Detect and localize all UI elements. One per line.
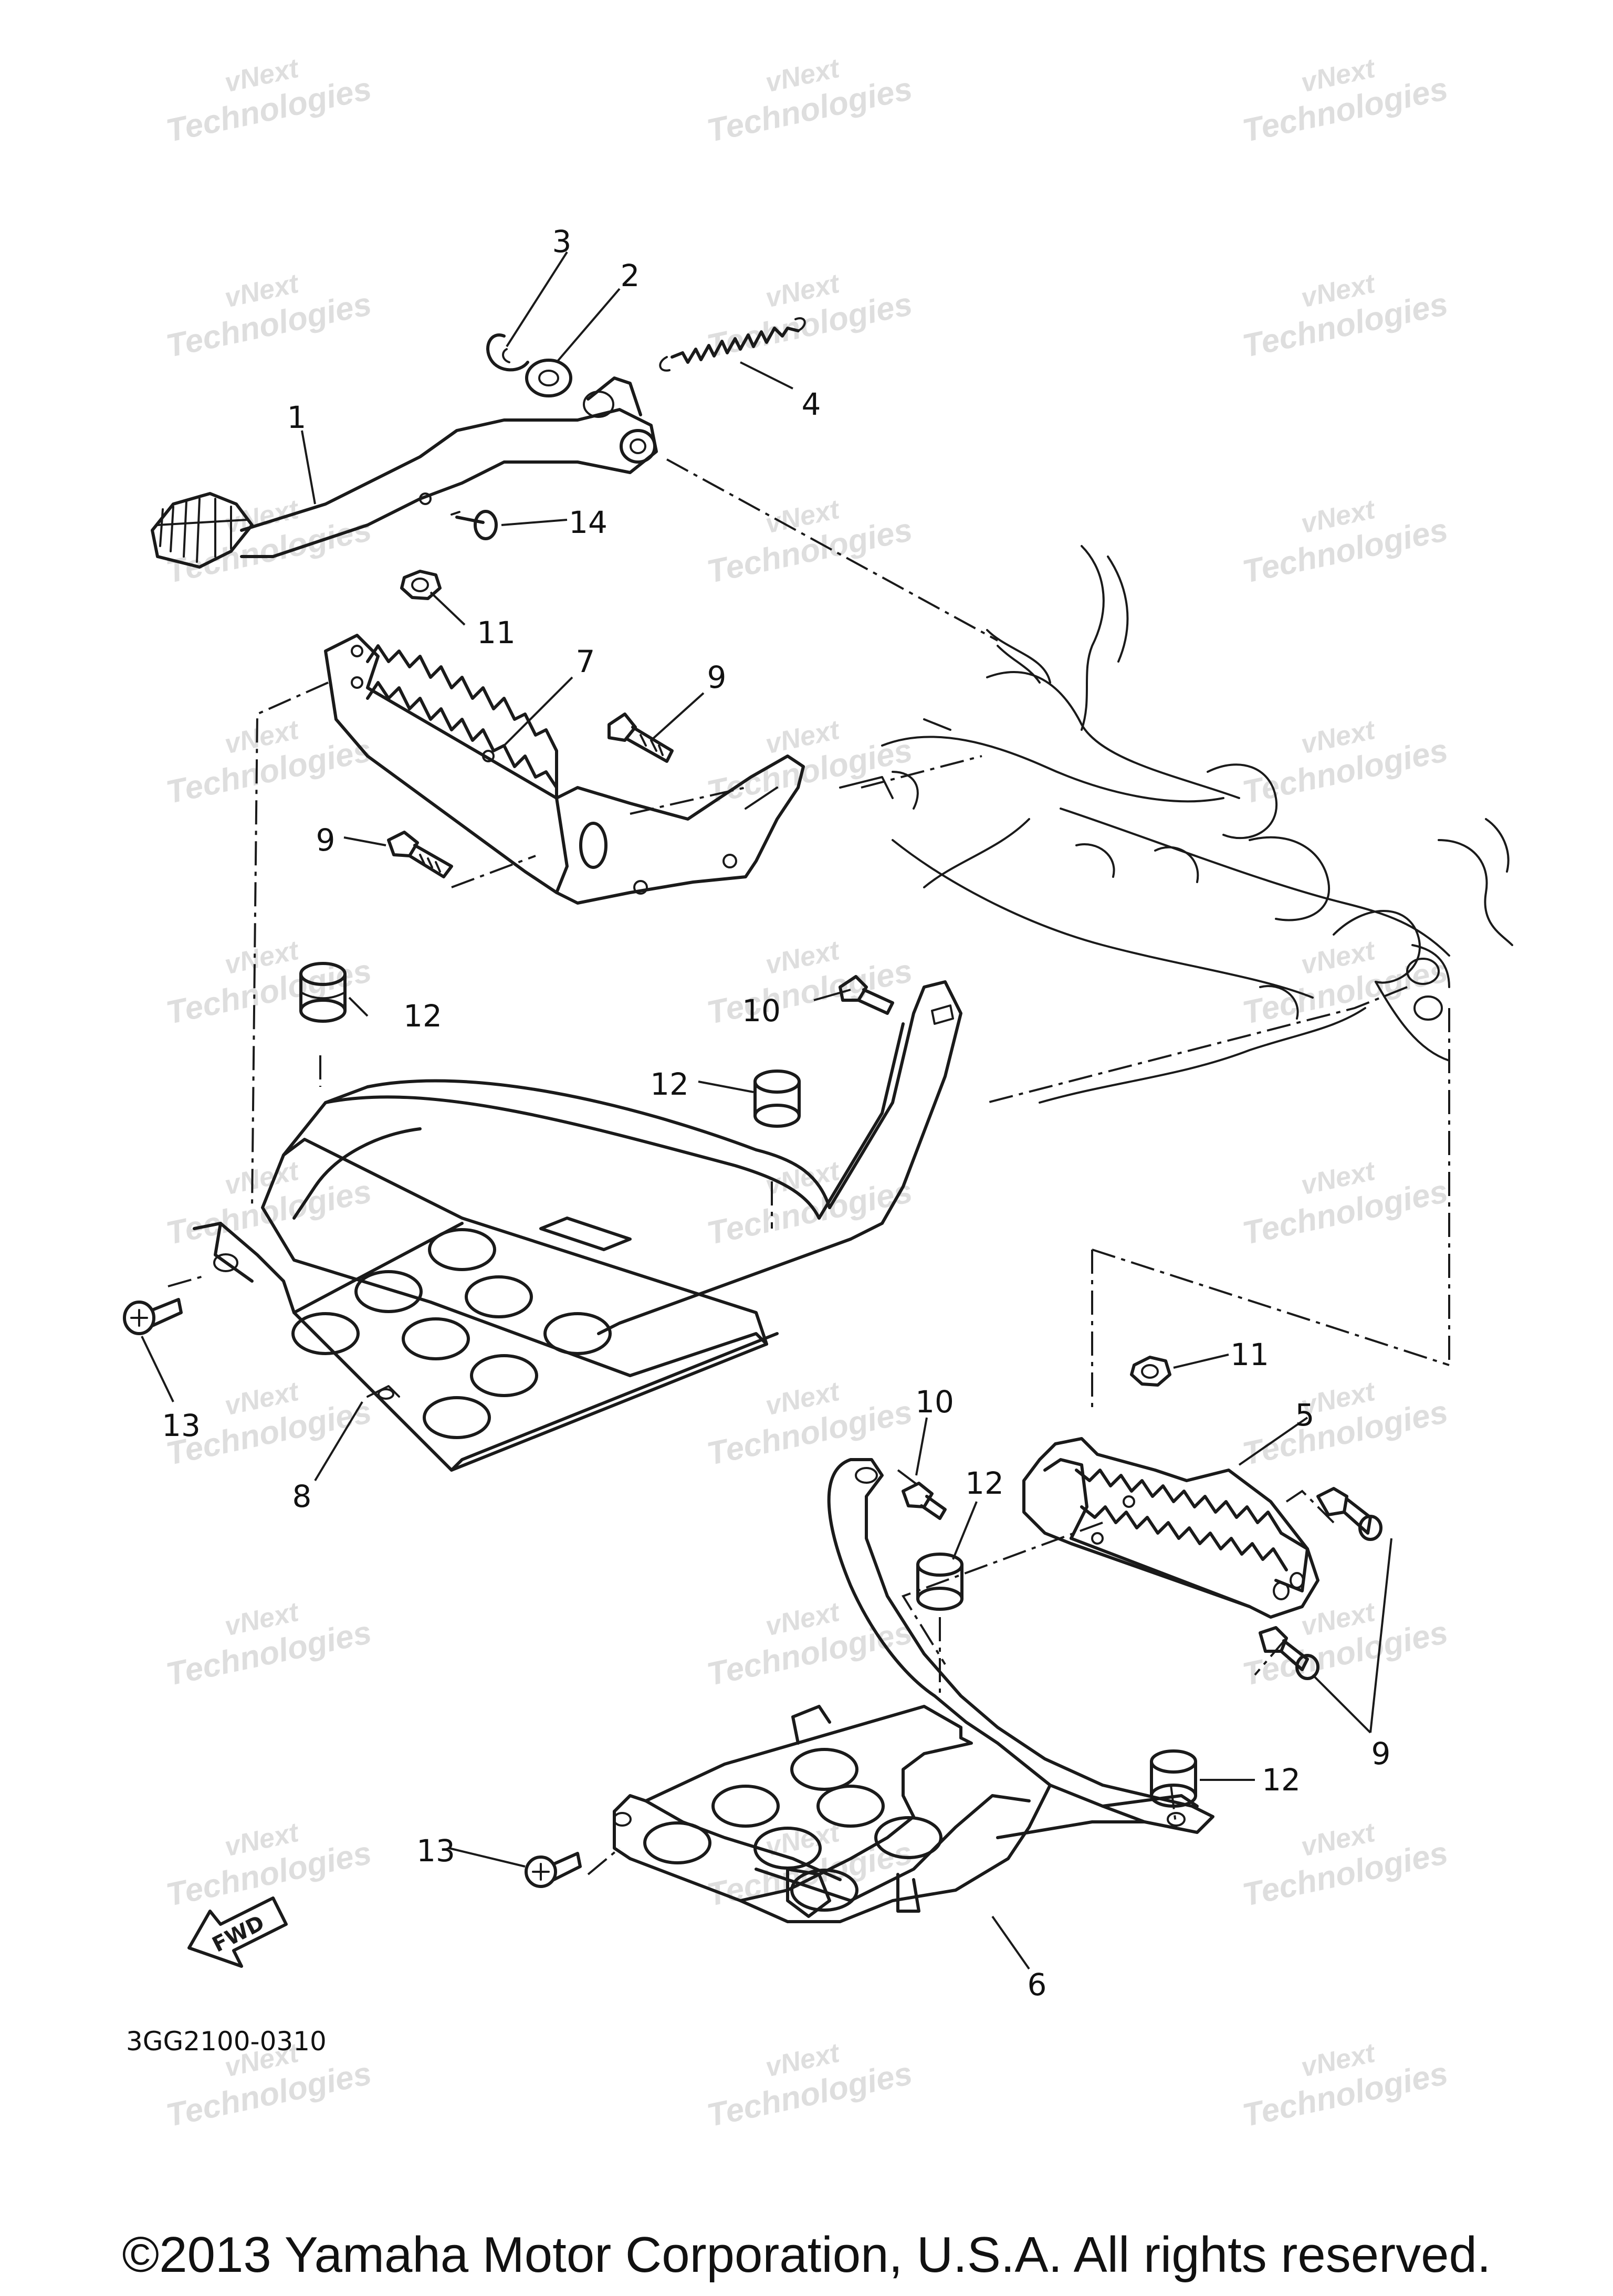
bolt-10-upper bbox=[839, 975, 894, 1015]
bolt-upper-left bbox=[387, 831, 453, 878]
callout-5: 5 bbox=[1295, 1397, 1315, 1433]
callout-11-upper: 11 bbox=[477, 615, 516, 651]
callout-13-left: 13 bbox=[162, 1408, 201, 1443]
frame-outline bbox=[839, 545, 1513, 1104]
callout-2: 2 bbox=[621, 258, 640, 293]
callout-3: 3 bbox=[552, 224, 572, 259]
left-footrest bbox=[324, 634, 805, 905]
grommet-c bbox=[916, 1553, 963, 1611]
callout-12-d: 12 bbox=[1262, 1762, 1301, 1798]
callout-9-left: 9 bbox=[316, 822, 336, 858]
callout-7: 7 bbox=[576, 644, 595, 679]
grommet-a bbox=[299, 962, 347, 1023]
nut-lower bbox=[1130, 1356, 1171, 1387]
callout-10-upper: 10 bbox=[742, 993, 781, 1029]
right-footboard bbox=[613, 1458, 1214, 1923]
callout-leaders bbox=[141, 251, 1392, 1970]
pin bbox=[451, 510, 498, 540]
callout-12-a: 12 bbox=[403, 998, 442, 1034]
fwd-label: FWD bbox=[208, 1911, 268, 1957]
bolt-lower-lower bbox=[1259, 1626, 1319, 1680]
diagram-code: 3GG2100-0310 bbox=[126, 2026, 327, 2057]
bolt-10-lower bbox=[902, 1482, 947, 1520]
assembly-chain-lines bbox=[167, 458, 1450, 1875]
right-footrest bbox=[1022, 1437, 1319, 1619]
callout-11-lower: 11 bbox=[1230, 1337, 1269, 1372]
copyright-notice: ©2013 Yamaha Motor Corporation, U.S.A. A… bbox=[122, 2227, 1491, 2283]
callout-1: 1 bbox=[287, 400, 307, 435]
nut-upper bbox=[400, 570, 442, 600]
callout-12-c: 12 bbox=[965, 1465, 1004, 1501]
footboard-holes-left bbox=[291, 1228, 612, 1439]
washer bbox=[525, 359, 572, 397]
callout-8: 8 bbox=[292, 1479, 312, 1514]
grommet-d bbox=[1150, 1749, 1197, 1808]
callout-numbers: 3 2 4 1 14 11 7 9 9 10 12 12 13 8 11 5 1… bbox=[162, 224, 1390, 2003]
screw-left-lower bbox=[525, 1852, 582, 1888]
screw-left-upper bbox=[123, 1298, 183, 1335]
fwd-arrow-icon: FWD bbox=[187, 1896, 288, 1968]
callout-10-lower: 10 bbox=[915, 1384, 954, 1420]
callout-13-lower: 13 bbox=[416, 1833, 455, 1869]
callout-9-lower: 9 bbox=[1371, 1736, 1391, 1771]
left-footboard bbox=[193, 980, 962, 1472]
bolt-upper-right bbox=[608, 712, 674, 763]
footboard-holes-right bbox=[643, 1748, 942, 1912]
spring bbox=[659, 317, 806, 372]
callout-12-b: 12 bbox=[650, 1066, 689, 1102]
e-clip bbox=[486, 333, 529, 372]
bolt-lower-upper bbox=[1316, 1487, 1382, 1541]
grommet-b bbox=[753, 1070, 801, 1128]
brake-pedal bbox=[151, 376, 658, 569]
callout-4: 4 bbox=[802, 386, 821, 422]
callout-14: 14 bbox=[569, 505, 608, 540]
callout-6: 6 bbox=[1028, 1967, 1047, 2003]
callout-9-upper: 9 bbox=[707, 659, 727, 695]
